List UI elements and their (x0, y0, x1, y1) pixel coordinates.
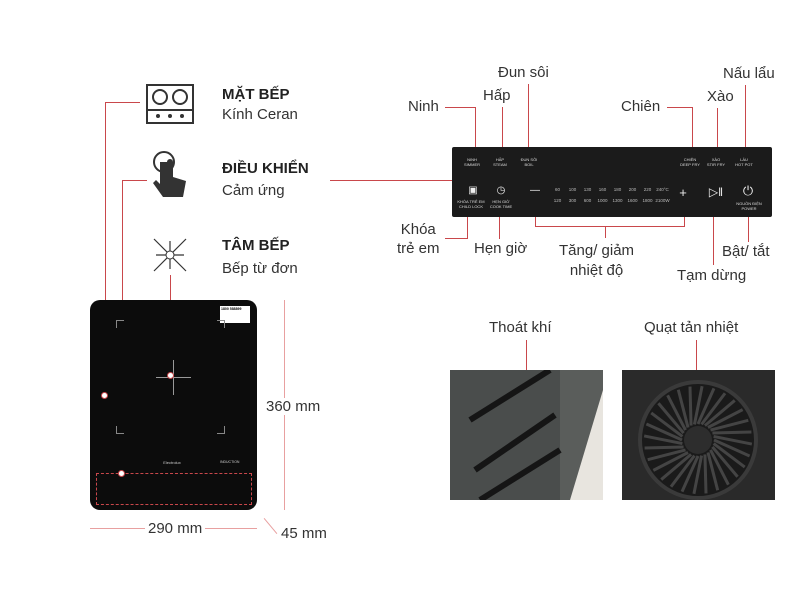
callout-deep-fry: Chiên (621, 98, 661, 115)
callout-temperature: Tăng/ giảm nhiệt độ (559, 242, 635, 279)
play-pause-icon: ▷‖ (708, 185, 724, 199)
feature-subtitle: Kính Ceran (222, 106, 298, 123)
callout-power: Bật/ tắt (722, 243, 770, 260)
minus-button: — (530, 185, 540, 196)
induction-hob-image: 1800 588899 Electrolux INDUCTION (90, 300, 257, 510)
feature-subtitle: Bếp từ đơn (222, 260, 298, 277)
fan-blade (676, 389, 690, 428)
fan-blade (688, 386, 693, 426)
feature-title: TÂM BẾP (222, 237, 290, 254)
callout-hot-pot: Nấu lẩu (723, 65, 775, 82)
fan-blade (712, 442, 746, 469)
fan-blade (712, 430, 752, 435)
fan-blade (692, 455, 704, 495)
fan-blade (703, 399, 736, 427)
callout-pause: Tạm dừng (677, 267, 747, 284)
callout-child-lock: Khóa trẻ em (397, 221, 440, 257)
fan-blade (660, 453, 693, 481)
fan-blade (652, 451, 689, 472)
gas-hob-icon (146, 84, 194, 124)
cooling-fan-photo (622, 370, 775, 500)
depth-dimension: 45 mm (281, 525, 327, 542)
fan-blade (700, 392, 727, 426)
callout-stir-fry: Xào (707, 88, 734, 105)
fan-blade (669, 454, 696, 488)
fan-blade (713, 438, 751, 458)
fan-blade (666, 394, 687, 431)
fan-blade (645, 422, 683, 442)
fan-blade (707, 408, 744, 429)
fan-blade (643, 434, 683, 446)
power-icon: ⏻ (742, 183, 754, 198)
hotline-sticker: 1800 588899 (220, 306, 250, 323)
plus-button: + (679, 185, 687, 200)
touch-hand-icon (153, 151, 186, 197)
fan-blade (647, 448, 686, 462)
width-dimension: 290 mm (145, 520, 206, 537)
callout-steam: Hấp (483, 87, 511, 104)
fan-blade (713, 434, 753, 446)
fan-blade (703, 454, 708, 494)
timer-icon: ◷ (496, 185, 506, 196)
callout-simmer: Ninh (408, 98, 439, 115)
fan-blade (711, 445, 739, 478)
fan-blade (706, 452, 720, 491)
air-vent-photo (450, 370, 603, 500)
feature-title: MẶT BẾP (222, 86, 290, 103)
fan-blade (680, 455, 700, 493)
callout-boil: Đun sôi (498, 64, 549, 81)
brand-logo: Electrolux (163, 460, 181, 465)
fan-blade (644, 445, 684, 450)
lock-icon: ▣ (468, 185, 478, 196)
fan-caption: Quạt tản nhiệt (644, 319, 739, 336)
fan-blade (709, 449, 730, 486)
fan-blade (710, 418, 749, 432)
burner-star-icon (153, 238, 187, 272)
height-dimension: 360 mm (266, 398, 321, 415)
fan-blade (650, 411, 684, 438)
callout-timer: Hẹn giờ (474, 240, 528, 257)
fan-blade (692, 385, 704, 425)
model-label: INDUCTION (220, 460, 240, 464)
feature-title: ĐIỀU KHIỂN (222, 160, 309, 177)
feature-subtitle: Cảm ứng (222, 182, 285, 199)
vent-caption: Thoát khí (489, 319, 552, 336)
fan-blade (657, 402, 685, 435)
hotline-number: 1800 588899 (221, 307, 242, 311)
fan-blade (696, 387, 716, 425)
